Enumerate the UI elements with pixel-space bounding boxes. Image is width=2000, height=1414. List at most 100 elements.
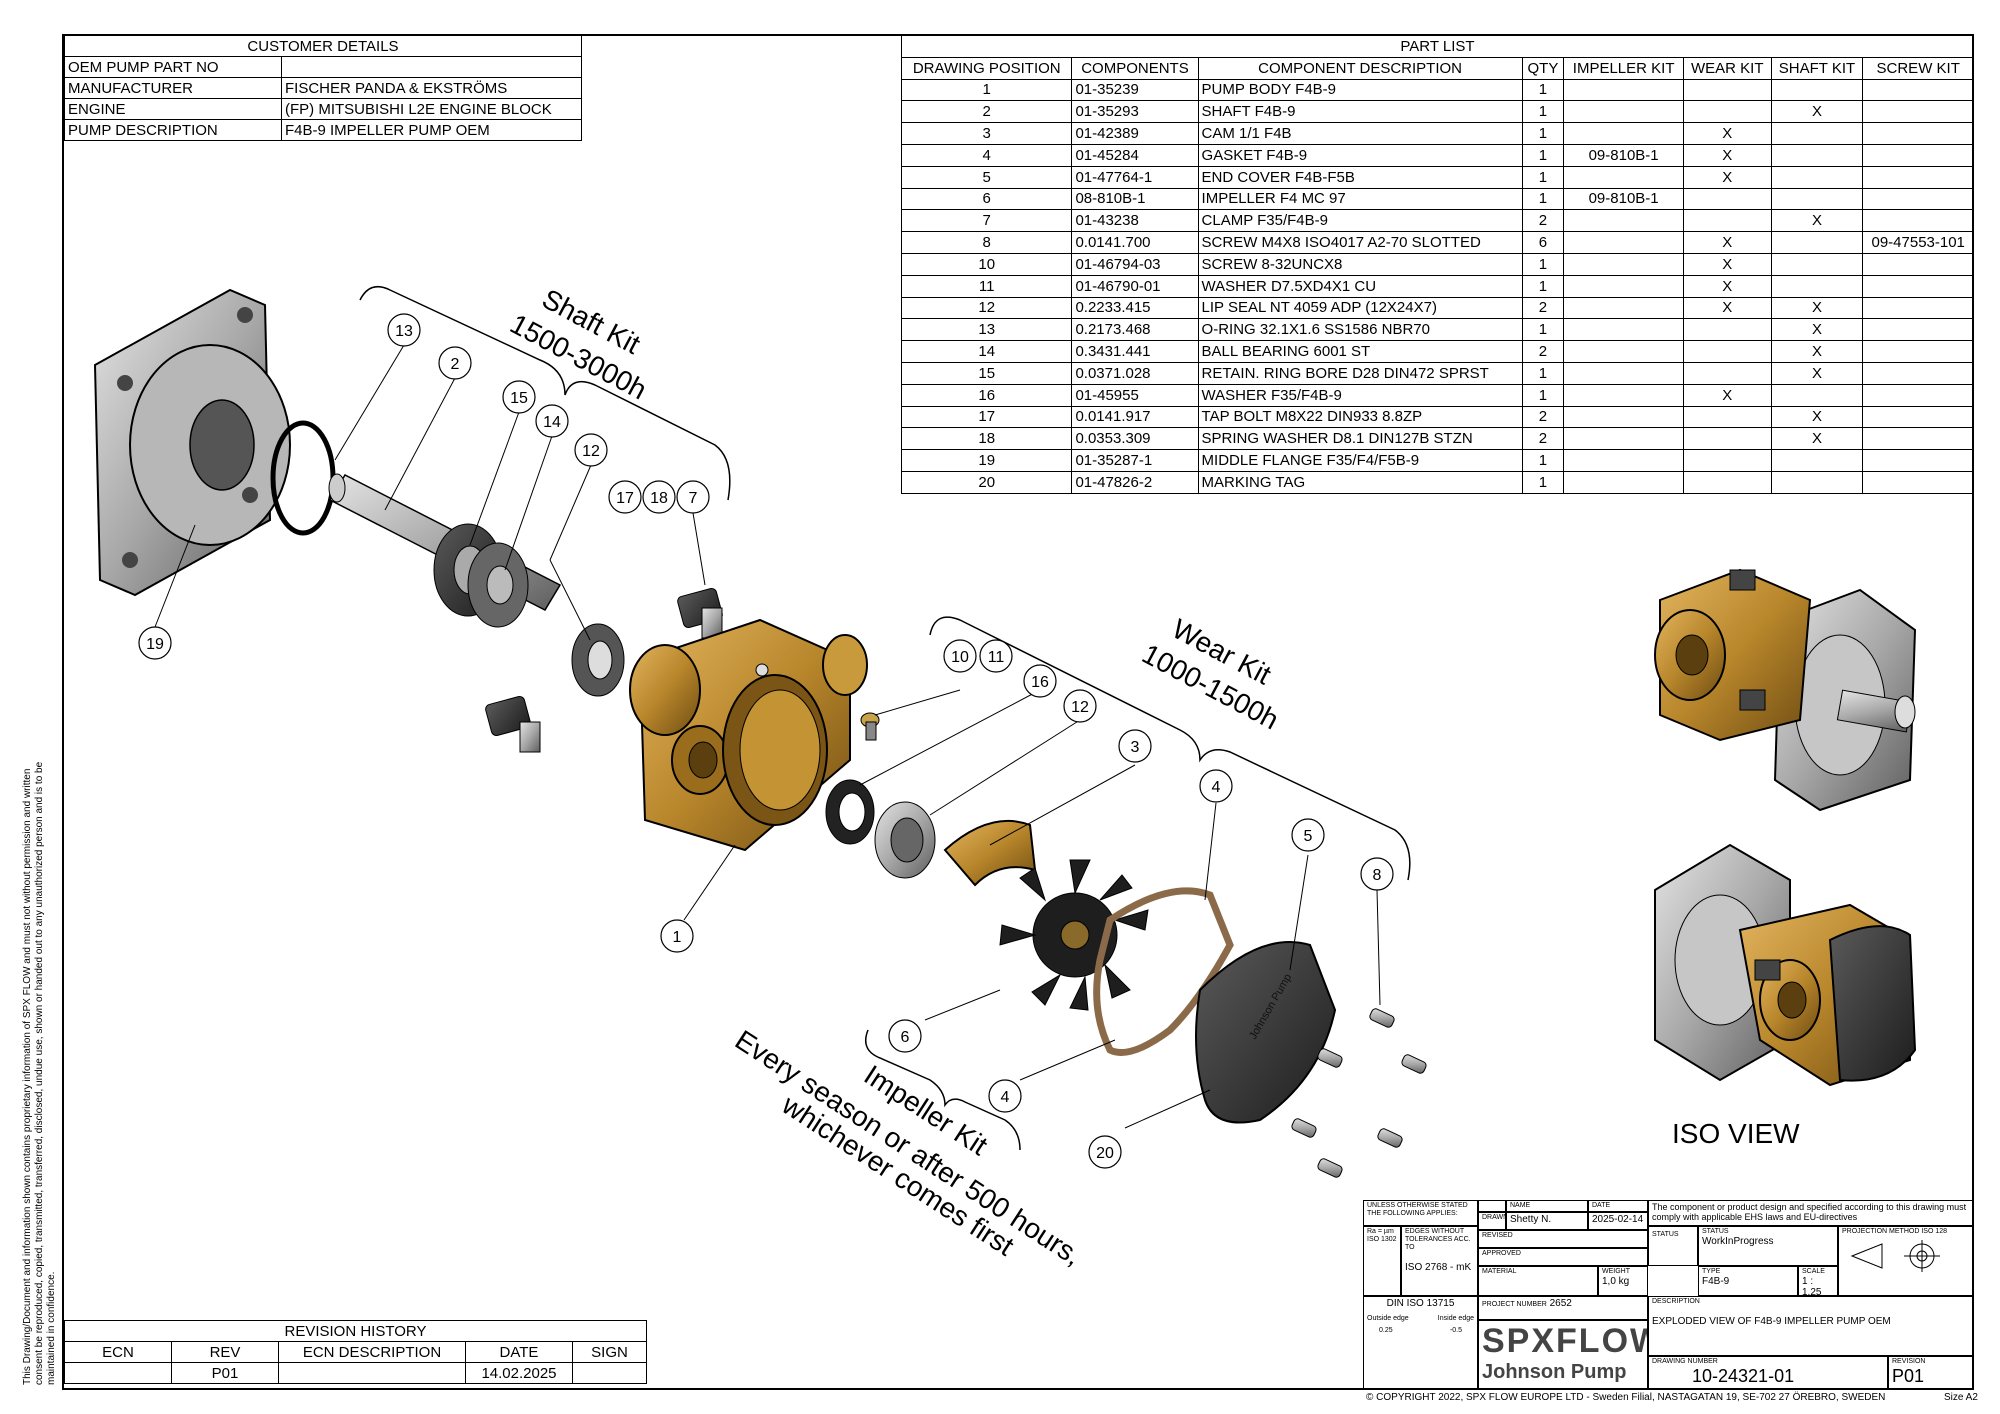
- callout-bubble: [502, 380, 536, 414]
- spxflow-logo: SPXFLOW: [1482, 1322, 1648, 1360]
- impeller-part: [999, 859, 1149, 1011]
- callout-number: 15: [510, 390, 528, 407]
- part-list-cell: 09-810B-1: [1563, 143, 1684, 167]
- outside-edge-label: Outside edge: [1367, 1315, 1409, 1322]
- part-list-cell: 08-810B-1: [1071, 187, 1199, 211]
- edges-cell: EDGES WITHOUT TOLERANCES ACC. TO ISO 276…: [1401, 1226, 1478, 1296]
- revision-cell: P01: [171, 1362, 279, 1384]
- drawing-number-cell: DRAWING NUMBER 10-24321-01: [1648, 1356, 1888, 1390]
- part-list-cell: [1770, 78, 1864, 102]
- projection-cell: PROJECTION METHOD ISO 128: [1838, 1226, 1974, 1296]
- pump-body-part: [629, 618, 868, 852]
- callout-number: 19: [146, 636, 164, 653]
- blank-label: [1478, 1200, 1506, 1212]
- type-cell: TYPE F4B-9: [1698, 1266, 1798, 1296]
- compliance-note: The component or product design and spec…: [1648, 1200, 1974, 1226]
- callout-number: 2: [451, 356, 460, 373]
- part-list-cell: SCREW 8-32UNCX8: [1197, 252, 1523, 276]
- part-list-cell: SCREW M4X8 ISO4017 A2-70 SLOTTED: [1197, 231, 1523, 254]
- callout-bubble: [1199, 769, 1233, 803]
- projection-symbol-icon: [1850, 1240, 1940, 1272]
- part-list-cell: [1862, 470, 1974, 494]
- sheet-size: Size A2: [1944, 1392, 1978, 1403]
- impeller-kit-note: whichever comes first: [776, 1088, 1020, 1261]
- edges-note: EDGES WITHOUT TOLERANCES ACC. TO: [1405, 1228, 1471, 1251]
- part-list-header: COMPONENTS: [1071, 56, 1199, 80]
- callout-number: 12: [582, 443, 600, 460]
- confidentiality-note: This Drawing/Document and information sh…: [22, 761, 57, 1385]
- status-value: WorkInProgress: [1702, 1236, 1774, 1247]
- callout-number: 8: [1373, 867, 1382, 884]
- revision-cell: REVISION P01: [1888, 1356, 1974, 1390]
- roughness-note: Ra = µm ISO 1302: [1363, 1226, 1401, 1296]
- scale-cell: SCALE 1 : 1.25: [1798, 1266, 1838, 1296]
- status-label: STATUS: [1648, 1226, 1698, 1266]
- part-list-cell: RETAIN. RING BORE D28 DIN472 SPRST: [1197, 361, 1523, 385]
- screw-set-part: [1291, 1008, 1427, 1178]
- part-list-cell: 01-42389: [1071, 122, 1199, 145]
- callout-number: 1: [673, 929, 682, 946]
- callout-number: 20: [1096, 1145, 1114, 1162]
- part-list-cell: MARKING TAG: [1197, 470, 1523, 494]
- name-label: NAME: [1506, 1200, 1588, 1212]
- part-list-cell: 01-35293: [1071, 100, 1199, 124]
- drawn-date: 2025-02-14: [1588, 1212, 1648, 1230]
- callout-bubble: [676, 480, 710, 514]
- weight-cell: WEIGHT 1,0 kg: [1598, 1266, 1648, 1296]
- part-list-cell: BALL BEARING 6001 ST: [1197, 340, 1523, 363]
- copyright-note: © COPYRIGHT 2022, SPX FLOW EUROPE LTD - …: [1366, 1392, 1886, 1403]
- part-list-cell: 01-35239: [1071, 78, 1199, 102]
- description-cell: DESCRIPTION EXPLODED VIEW OF F4B-9 IMPEL…: [1648, 1296, 1974, 1356]
- part-list-cell: 01-45284: [1071, 143, 1199, 167]
- revision-value: P01: [1892, 1366, 1925, 1386]
- material-label: MATERIAL: [1478, 1266, 1598, 1296]
- callout-bubble: [535, 404, 569, 438]
- callout-bubble: [642, 480, 676, 514]
- part-list-title: PART LIST: [901, 35, 1974, 58]
- title-block: UNLESS OTHERWISE STATED THE FOLLOWING AP…: [1363, 1200, 1974, 1390]
- callout-leaders: [154, 344, 1381, 1129]
- part-list-cell: 0.2173.468: [1071, 318, 1199, 342]
- part-list-cell: SPRING WASHER D8.1 DIN127B STZN: [1197, 427, 1523, 451]
- edge-standard-cell: DIN ISO 13715 Outside edge Inside edge 0…: [1363, 1296, 1478, 1390]
- part-list-cell: [1563, 100, 1684, 124]
- iso-view-top: [1654, 568, 1917, 812]
- scale-value: 1 : 1.25: [1802, 1276, 1822, 1296]
- customer-label: PUMP DESCRIPTION: [64, 119, 282, 141]
- revision-history-table: REVISION HISTORY ECN REV ECN DESCRIPTION…: [64, 1320, 647, 1384]
- shaft-assembly-part: [328, 473, 562, 628]
- date-label: DATE: [1588, 1200, 1648, 1212]
- callout-number: 13: [395, 323, 413, 340]
- impeller-kit-interval: Every season or after 500 hours,: [730, 1024, 1088, 1271]
- part-list-cell: 0.0353.309: [1071, 427, 1199, 451]
- callout-number: 10: [951, 649, 969, 666]
- projection-label: PROJECTION METHOD ISO 128: [1842, 1228, 1948, 1235]
- part-list-header: DRAWING POSITION: [900, 56, 1073, 80]
- part-list-cell: PUMP BODY F4B-9: [1197, 78, 1523, 102]
- callout-number: 3: [1131, 739, 1140, 756]
- part-list-cell: WASHER F35/F4B-9: [1197, 383, 1523, 407]
- iso-view-bottom: [1654, 843, 1917, 1087]
- revision-cell: [572, 1362, 647, 1384]
- customer-label: MANUFACTURER: [64, 77, 282, 99]
- iso-standard: ISO 2768 - mK: [1405, 1262, 1472, 1273]
- callout-bubble: [888, 1019, 922, 1053]
- part-list-cell: O-RING 32.1X1.6 SS1586 NBR70: [1197, 318, 1523, 342]
- callout-number: 12: [1071, 699, 1089, 716]
- iso-view-label: ISO VIEW: [1672, 1118, 1800, 1149]
- customer-details-table: CUSTOMER DETAILS OEM PUMP PART NO MANUFA…: [64, 35, 582, 141]
- part-list-cell: 0.0371.028: [1071, 361, 1199, 385]
- part-list-cell: 01-45955: [1071, 383, 1199, 407]
- tolerance-note: UNLESS OTHERWISE STATED THE FOLLOWING AP…: [1363, 1200, 1478, 1226]
